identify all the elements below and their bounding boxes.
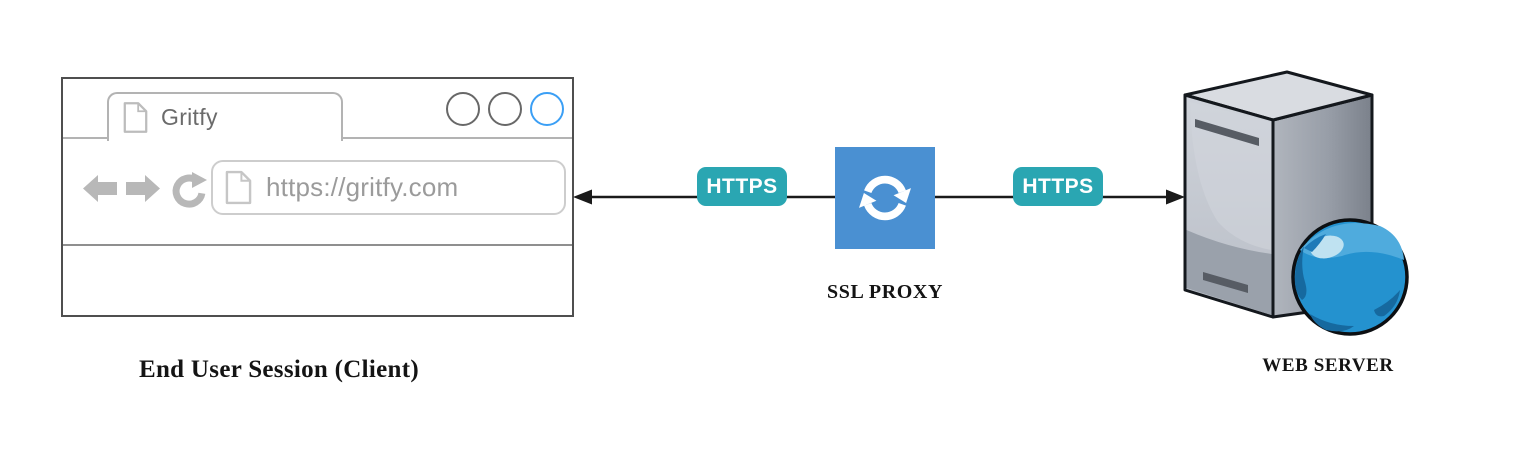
document-icon (225, 170, 252, 205)
url-bar: https://gritfy.com (211, 160, 566, 215)
server-caption: WEB SERVER (1262, 355, 1394, 376)
https-badge-left: HTTPS (697, 167, 787, 206)
browser-window: Gritfy https://gritfy.com (61, 77, 574, 317)
document-icon (123, 102, 148, 133)
reload-icon (172, 172, 207, 208)
window-circle-active (530, 92, 564, 126)
ssl-proxy-node (835, 147, 935, 249)
window-circle (446, 92, 480, 126)
sync-arrows-icon (859, 175, 911, 221)
proxy-caption: SSL PROXY (827, 281, 943, 303)
tab-title: Gritfy (161, 104, 218, 130)
https-badge-right: HTTPS (1013, 167, 1103, 206)
browser-tab: Gritfy (107, 92, 343, 141)
browser-content-divider (63, 244, 572, 246)
arrowhead-left-icon (573, 189, 592, 205)
server-tower-globe-icon (1183, 70, 1409, 336)
forward-arrow-icon (126, 175, 160, 202)
url-text: https://gritfy.com (266, 172, 459, 202)
client-caption: End User Session (Client) (139, 356, 419, 383)
window-controls (446, 92, 564, 126)
arrowhead-right-icon (1166, 189, 1185, 205)
window-circle (488, 92, 522, 126)
back-arrow-icon (83, 175, 117, 202)
